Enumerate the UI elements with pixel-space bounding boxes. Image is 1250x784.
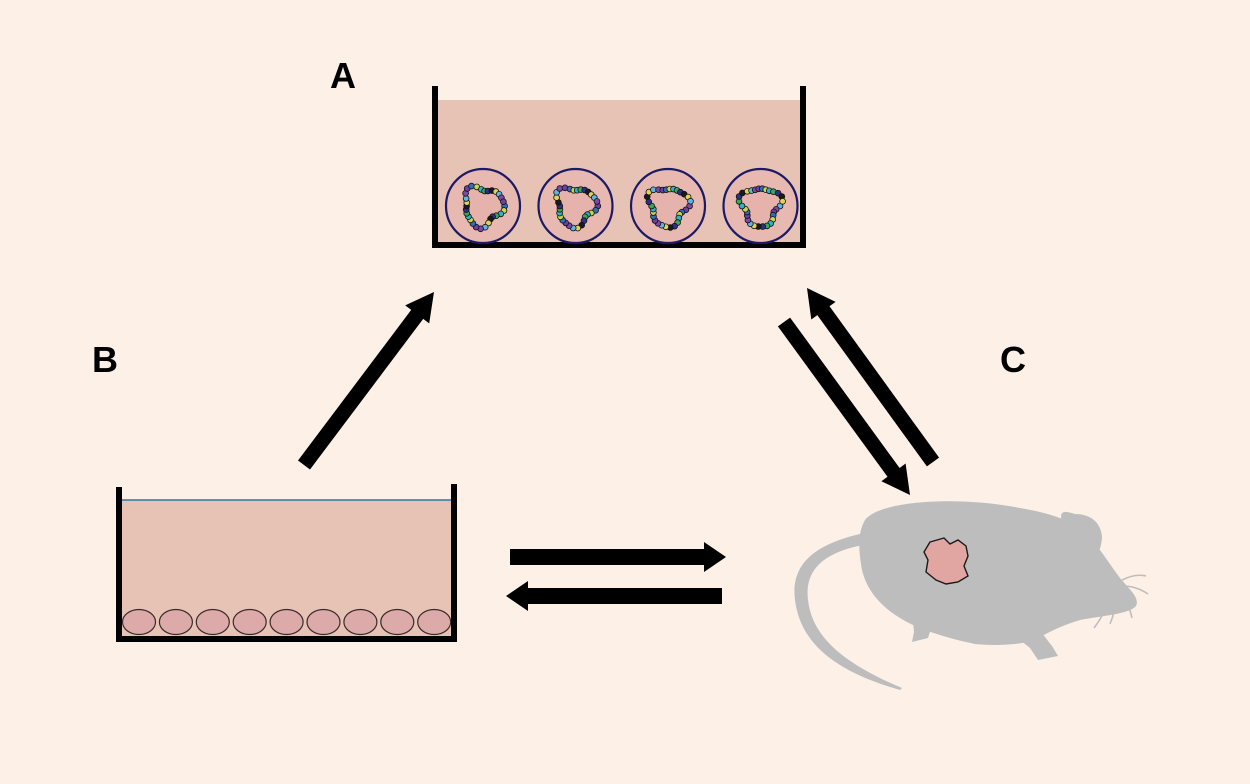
- panel-label-a: A: [330, 55, 356, 96]
- tumor-icon: [923, 537, 969, 585]
- mouse-front-leg: [1010, 628, 1058, 660]
- cell-icon: [158, 608, 193, 636]
- organoid-cell: [485, 219, 492, 227]
- mouse-hind-leg: [912, 612, 935, 642]
- cell-icon: [195, 608, 230, 636]
- organoid-group: [444, 167, 799, 245]
- dish-a: [432, 86, 806, 248]
- cell-icon: [121, 608, 157, 636]
- dish-b: [116, 484, 457, 642]
- arrow-c-to-b: [506, 581, 722, 611]
- organoid-icon: [629, 167, 707, 245]
- organoid-cell: [593, 198, 601, 205]
- arrow-a-to-c: [777, 317, 910, 495]
- organoid-cell: [738, 202, 746, 210]
- mouse-tail: [794, 530, 902, 690]
- organoid-cell: [500, 198, 507, 206]
- organoid-cell: [687, 197, 694, 205]
- arrow-c-to-a: [807, 288, 940, 467]
- arrow-group: [298, 288, 940, 611]
- organoid-cell: [468, 182, 475, 190]
- panel-label-b: B: [92, 339, 118, 380]
- panel-label-c: C: [1000, 339, 1026, 380]
- mouse-ear: [1061, 511, 1102, 564]
- organoid-cell: [779, 198, 786, 205]
- organoid-icon: [537, 167, 614, 245]
- dish-b-wall: [116, 484, 457, 642]
- cell-icon: [269, 608, 304, 636]
- organoid-icon: [722, 167, 799, 245]
- cell-row: [121, 608, 452, 636]
- arrow-b-to-c: [510, 542, 726, 572]
- dish-a-wall: [432, 86, 806, 248]
- arrow-b-to-a: [298, 292, 434, 470]
- organoid-icon: [444, 167, 522, 245]
- mouse-icon: [794, 501, 1149, 690]
- cell-icon: [380, 608, 415, 636]
- cell-icon: [306, 608, 341, 636]
- cell-icon: [232, 608, 267, 636]
- cell-icon: [343, 608, 378, 636]
- mouse-whiskers: [1093, 574, 1149, 629]
- cell-icon: [417, 608, 452, 636]
